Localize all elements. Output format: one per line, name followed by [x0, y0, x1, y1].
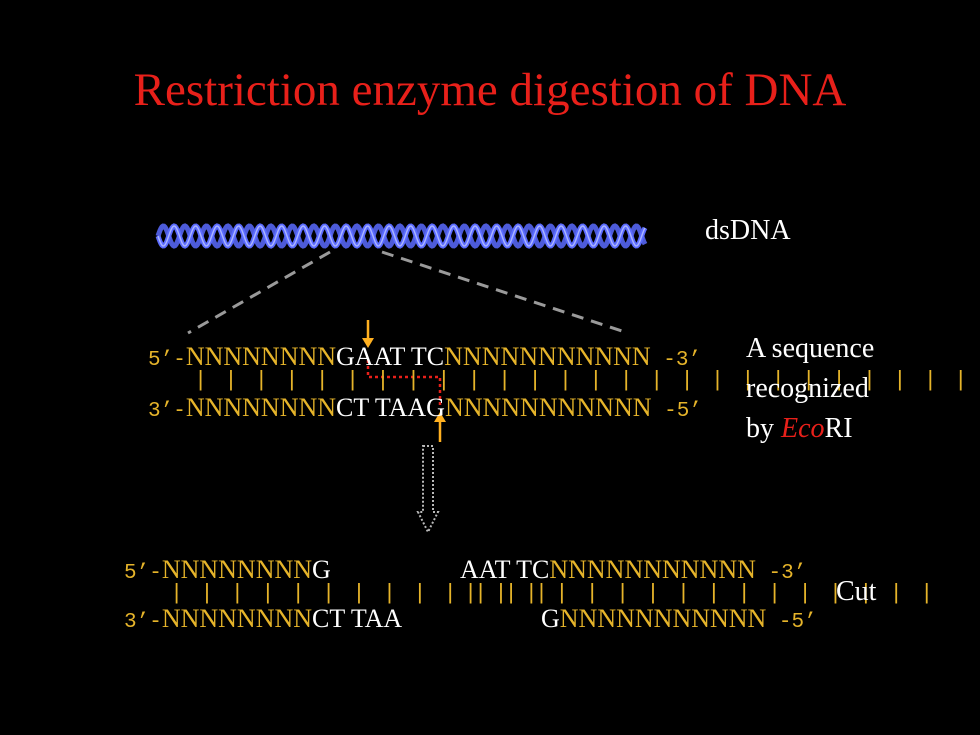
cut-left-top-prefix: 5’- [124, 562, 162, 585]
recognition-label-line1: A sequence [746, 333, 875, 364]
cut-left-top-n: NNNNNNNN [161, 555, 313, 584]
recognition-label-line2: recognized [746, 373, 869, 404]
page-title: Restriction enzyme digestion of DNA [133, 64, 847, 116]
recognition-label-line3: by EcoRI [746, 409, 874, 449]
bottom-strand-n-left: NNNNNNNN [185, 393, 337, 422]
cleavage-path [366, 360, 442, 405]
cut-left-top-strand: 5’-NNNNNNNNG [124, 555, 331, 589]
zoom-line-right [381, 250, 629, 335]
dsdna-label: dsDNA [705, 215, 791, 246]
cut-right-top-site: AAT TC [460, 555, 550, 584]
cut-right-bottom-suffix: -5’ [766, 611, 817, 634]
bottom-strand: 3’-NNNNNNNNCT TAAGNNNNNNNNNNN -5’ [148, 393, 702, 427]
bottom-cut-arrow [434, 412, 446, 442]
zoom-line-left [187, 250, 331, 335]
cut-right-bars: | | | | | | | | | | | | | | | | [464, 581, 936, 606]
top-strand-site: GAAT TC [336, 342, 445, 371]
cut-right-bottom-n: NNNNNNNNNNN [559, 604, 767, 633]
bottom-strand-site: CT TAAG [336, 393, 445, 422]
cut-right-bottom-site: G [541, 604, 560, 633]
cut-left-bottom-site: CT TAA [312, 604, 403, 633]
enzyme-italic: Eco [781, 413, 825, 444]
bottom-strand-suffix: -5’ [651, 400, 702, 423]
helix-highlight [157, 225, 646, 247]
bottom-strand-prefix: 3’- [148, 400, 186, 423]
cut-left-bottom-n: NNNNNNNN [161, 604, 313, 633]
top-strand-n-right: NNNNNNNNNNN [444, 342, 651, 371]
down-arrow [416, 445, 440, 535]
cut-label: Cut [836, 576, 877, 607]
dsdna-helix [155, 223, 648, 249]
top-strand-suffix: -3’ [650, 349, 702, 372]
top-strand: 5’-NNNNNNNNGAAT TCNNNNNNNNNNN -3’ [148, 342, 701, 376]
cut-left-bars: | | | | | | | | | | | | | [170, 581, 551, 606]
enzyme-rest: RI [824, 413, 853, 444]
cut-right-bottom-strand: GNNNNNNNNNNN -5’ [541, 604, 817, 638]
cut-right-top-suffix: -3’ [755, 562, 807, 585]
top-cut-arrow [362, 320, 374, 348]
top-strand-n-left: NNNNNNNN [185, 342, 337, 371]
cut-left-bottom-strand: 3’-NNNNNNNNCT TAA [124, 604, 402, 638]
top-strand-prefix: 5’- [148, 349, 186, 372]
base-pair-bars: | | | | | | | | | | | | | | | | | | | | … [194, 368, 980, 393]
bottom-strand-n-right: NNNNNNNNNNN [444, 393, 652, 422]
helix-strand-b [155, 223, 648, 249]
cut-left-top-site: G [312, 555, 331, 584]
recognition-label: A sequence recognized by EcoRI [746, 329, 874, 449]
cut-right-top-n: NNNNNNNNNNN [549, 555, 756, 584]
recognition-by: by [746, 413, 781, 444]
cut-right-top-strand: AAT TCNNNNNNNNNNN -3’ [460, 555, 806, 589]
cut-left-bottom-prefix: 3’- [124, 611, 162, 634]
